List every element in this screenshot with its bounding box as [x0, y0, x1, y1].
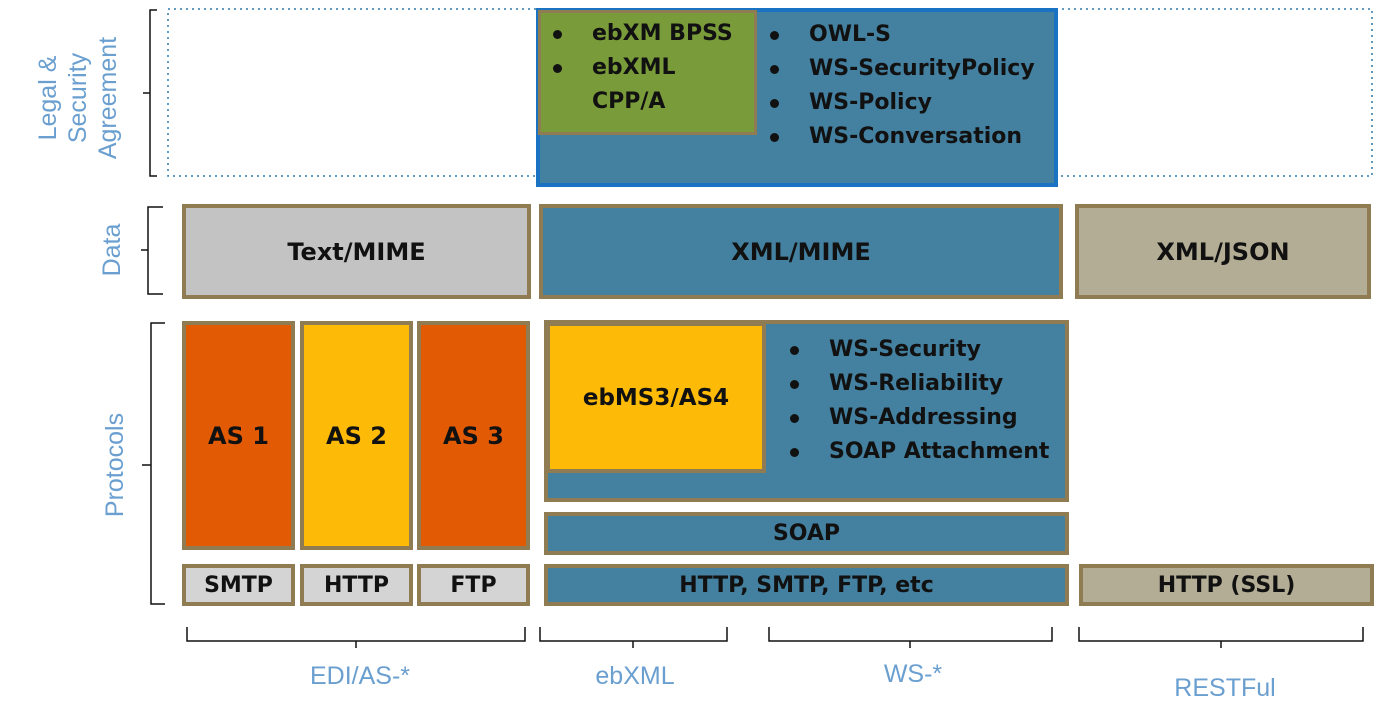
column-label-edi: EDI/AS-* [309, 662, 411, 690]
data-xml-mime: XML/MIME [539, 204, 1063, 299]
protocol-ws-item: WS-Addressing [775, 401, 1049, 435]
transport-ftp: FTP [417, 564, 530, 606]
column-label-ws: WS-* [883, 660, 943, 688]
transport-http-smtp-ftp: HTTP, SMTP, FTP, etc [544, 564, 1069, 606]
legal-ws-item: WS-Conversation [755, 120, 1035, 154]
transport-https: HTTP (SSL) [1079, 564, 1374, 606]
protocol-ws-list: WS-Security WS-Reliability WS-Addressing… [775, 333, 1049, 469]
protocol-as3: AS 3 [417, 321, 530, 550]
legal-ws-item: WS-Policy [755, 86, 1035, 120]
data-xml-json: XML/JSON [1075, 204, 1371, 299]
protocol-soap: SOAP [544, 512, 1069, 555]
legal-ebxml-item: ebXML CPP/A [538, 51, 692, 119]
transport-http: HTTP [300, 564, 413, 606]
column-label-ebxml: ebXML [595, 662, 675, 690]
transport-smtp: SMTP [182, 564, 295, 606]
row-label-protocols: Protocols [101, 412, 129, 518]
legal-ebxml-box [538, 10, 757, 135]
protocol-ws-item: WS-Security [775, 333, 1049, 367]
column-label-restful: RESTFul [1174, 674, 1276, 702]
protocol-as2: AS 2 [300, 321, 413, 550]
protocol-ws-item: WS-Reliability [775, 367, 1049, 401]
legal-ebxml-list: ebXM BPSS ebXML CPP/A [538, 17, 757, 119]
protocol-ws-item: SOAP Attachment [775, 435, 1049, 469]
data-text-mime: Text/MIME [182, 204, 531, 299]
protocol-ebms: ebMS3/AS4 [546, 322, 766, 473]
row-label-data: Data [98, 223, 126, 277]
row-label-legal: Legal & Security Agreement [34, 36, 122, 160]
protocol-as1: AS 1 [182, 321, 295, 550]
legal-ws-item: WS-SecurityPolicy [755, 52, 1035, 86]
legal-ebxml-item: ebXM BPSS [538, 17, 757, 51]
legal-ws-item: OWL-S [755, 18, 1035, 52]
legal-ws-list: OWL-S WS-SecurityPolicy WS-Policy WS-Con… [755, 18, 1035, 154]
